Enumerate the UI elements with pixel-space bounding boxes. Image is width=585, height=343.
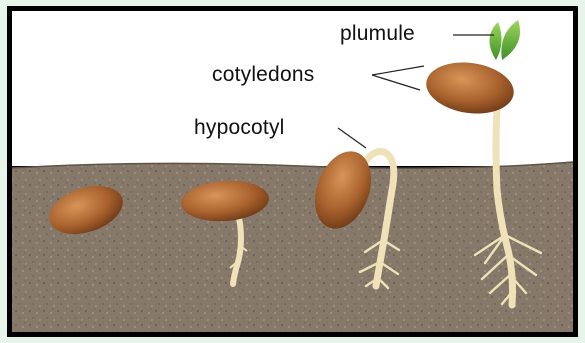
cotyledons-label: cotyledons [212,64,314,85]
hypocotyl-label: hypocotyl [194,117,285,138]
plumule-label: plumule [340,23,415,44]
